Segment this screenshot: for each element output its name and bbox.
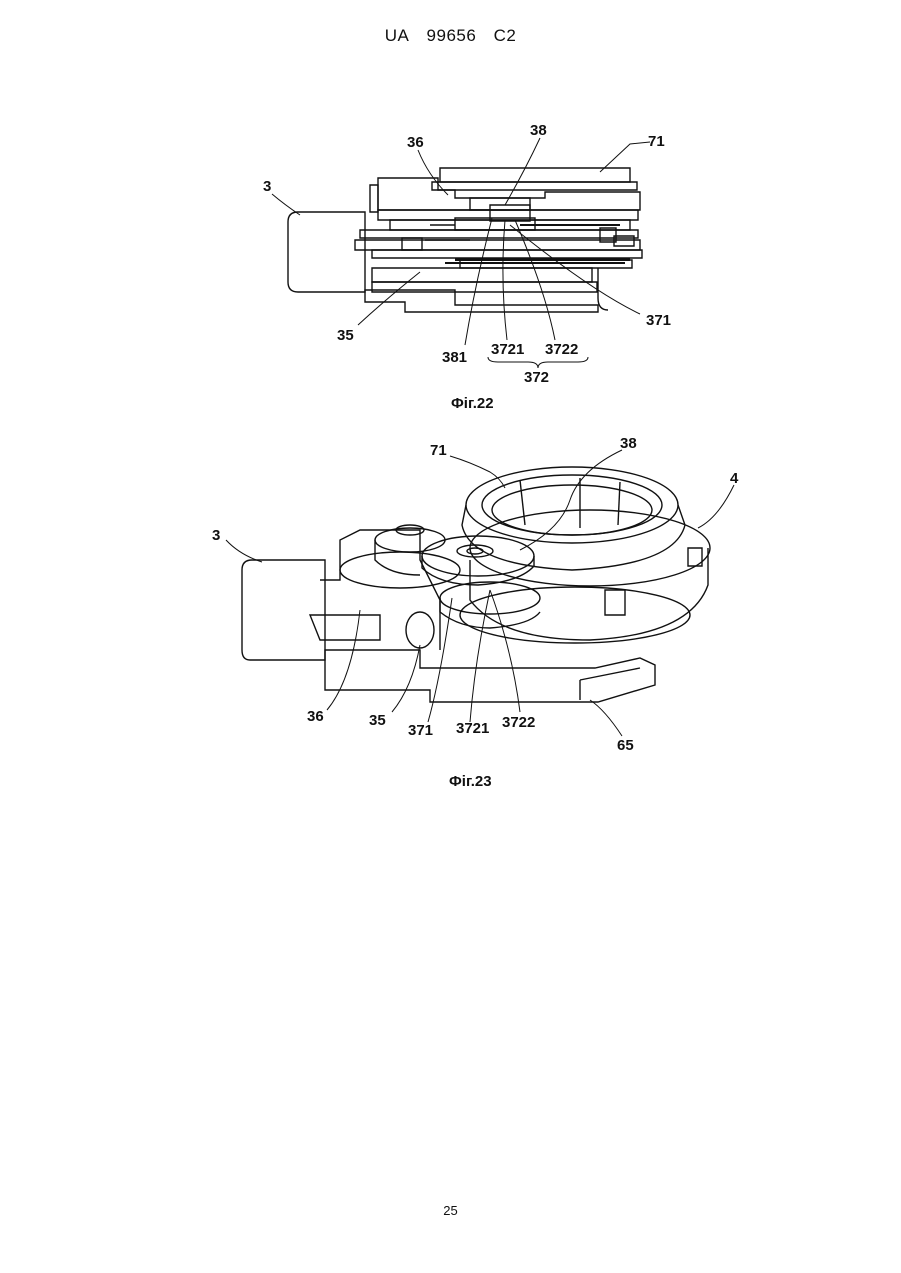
- fig22-label-35: 35: [337, 327, 354, 344]
- plate-71-bottom: [432, 182, 637, 190]
- fig23-label-4: 4: [730, 470, 739, 487]
- motor-body: [288, 212, 365, 292]
- fig22-label-3722: 3722: [545, 341, 578, 358]
- fig22-label-38: 38: [530, 122, 547, 139]
- fig22-label-3721: 3721: [491, 341, 524, 358]
- fig23-label-3: 3: [212, 527, 220, 544]
- fig23-label-36: 36: [307, 708, 324, 725]
- figure-23-caption: Фіг.23: [449, 773, 492, 790]
- fig22-label-3: 3: [263, 178, 271, 195]
- fig23-label-65: 65: [617, 737, 634, 754]
- gear-38: [470, 198, 530, 210]
- fig22-label-381: 381: [442, 349, 467, 366]
- fig22-label-71: 71: [648, 133, 665, 150]
- fig23-label-38: 38: [620, 435, 637, 452]
- fig22-label-372: 372: [524, 369, 549, 386]
- figure-22-caption: Фіг.22: [451, 395, 494, 412]
- fig23-label-3722: 3722: [502, 714, 535, 731]
- fig23-label-3721: 3721: [456, 720, 489, 737]
- motor-body-3: [242, 560, 325, 660]
- fig23-label-71: 71: [430, 442, 447, 459]
- fig22-label-371: 371: [646, 312, 671, 329]
- fig23-label-371: 371: [408, 722, 433, 739]
- base-plate-65: [325, 650, 655, 702]
- page-number: 25: [0, 1203, 901, 1218]
- fig22-label-36: 36: [407, 134, 424, 151]
- fig23-label-35: 35: [369, 712, 386, 729]
- figure-23-drawing: 71 38 4 3 36 35 371 3721 3722 65: [0, 420, 901, 780]
- gear-ring-4: [470, 510, 710, 586]
- figure-22-drawing: 3 36 38 71 35 371 381 3721 3722 372: [0, 0, 901, 420]
